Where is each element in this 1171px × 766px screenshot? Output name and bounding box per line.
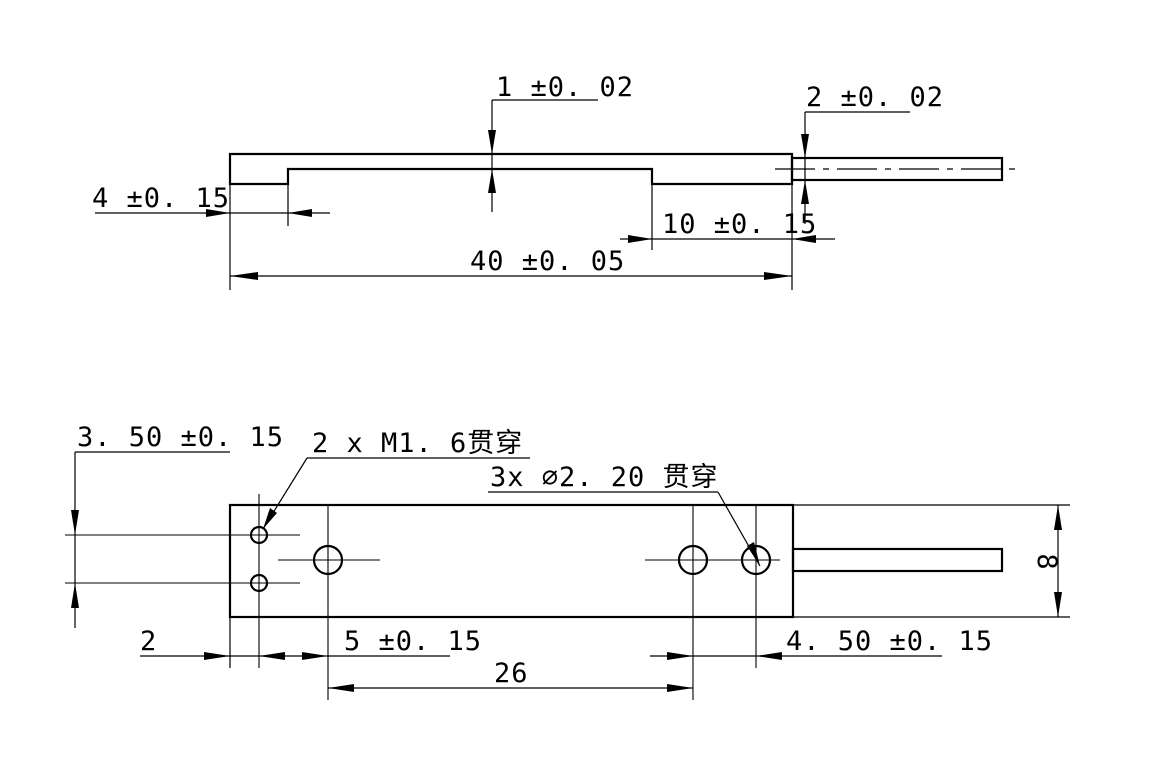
length-arrow-1	[230, 272, 258, 280]
depth-dimension-text: 1 ±0. 02	[496, 72, 634, 103]
left-step-arrow-2	[288, 209, 312, 217]
wire-arrow-top	[801, 134, 809, 158]
side-view: 1 ±0. 02 2 ±0. 02 4 ±0. 15 10 ±0. 15 40 …	[92, 72, 1020, 290]
right-offset-text: 4. 50 ±0. 15	[786, 626, 993, 657]
hole-offset-arrow	[302, 652, 328, 660]
left-offset-arrow-2	[259, 652, 285, 660]
left-step-text: 4 ±0. 15	[92, 183, 230, 214]
bore-callout-text: 3x ⌀2. 20 贯穿	[490, 462, 719, 493]
hole-offset-text: 5 ±0. 15	[344, 626, 482, 657]
bore-callout-arrow	[747, 542, 760, 566]
width-text: 8	[1031, 553, 1062, 570]
left-offset-text: 2	[140, 626, 157, 657]
width-arrow-1	[1054, 505, 1062, 530]
hole-pitch-arrow-2	[667, 684, 693, 692]
right-offset-arrow-2	[756, 652, 782, 660]
right-step-text: 10 ±0. 15	[662, 209, 817, 240]
thread-callout-arrow	[263, 508, 277, 529]
wire-arrow-bottom	[801, 180, 809, 204]
length-text: 40 ±0. 05	[470, 246, 625, 277]
hole-spacing-arrow-2	[71, 583, 79, 608]
left-step-arrow-1	[206, 209, 230, 217]
left-offset-arrow-1	[204, 652, 230, 660]
thread-callout-text: 2 x M1. 6贯穿	[312, 428, 523, 459]
hole-spacing-arrow-1	[71, 510, 79, 535]
plan-view: 3. 50 ±0. 15 2 x M1. 6贯穿 3x ⌀2. 20 贯穿 8 …	[65, 422, 1070, 700]
right-step-arrow-1	[628, 235, 652, 243]
plan-view-cable	[791, 547, 1004, 573]
hole-pitch-text: 26	[494, 658, 529, 689]
right-offset-arrow-1	[667, 652, 693, 660]
depth-arrow-bottom	[488, 169, 496, 193]
depth-arrow-top	[488, 130, 496, 154]
length-arrow-2	[764, 272, 792, 280]
side-view-body-outline	[228, 152, 794, 186]
wire-thickness-text: 2 ±0. 02	[806, 82, 944, 113]
hole-pitch-arrow-1	[328, 684, 354, 692]
width-arrow-2	[1054, 592, 1062, 617]
hole-spacing-text: 3. 50 ±0. 15	[77, 422, 284, 453]
right-step-arrow-2	[792, 235, 816, 243]
